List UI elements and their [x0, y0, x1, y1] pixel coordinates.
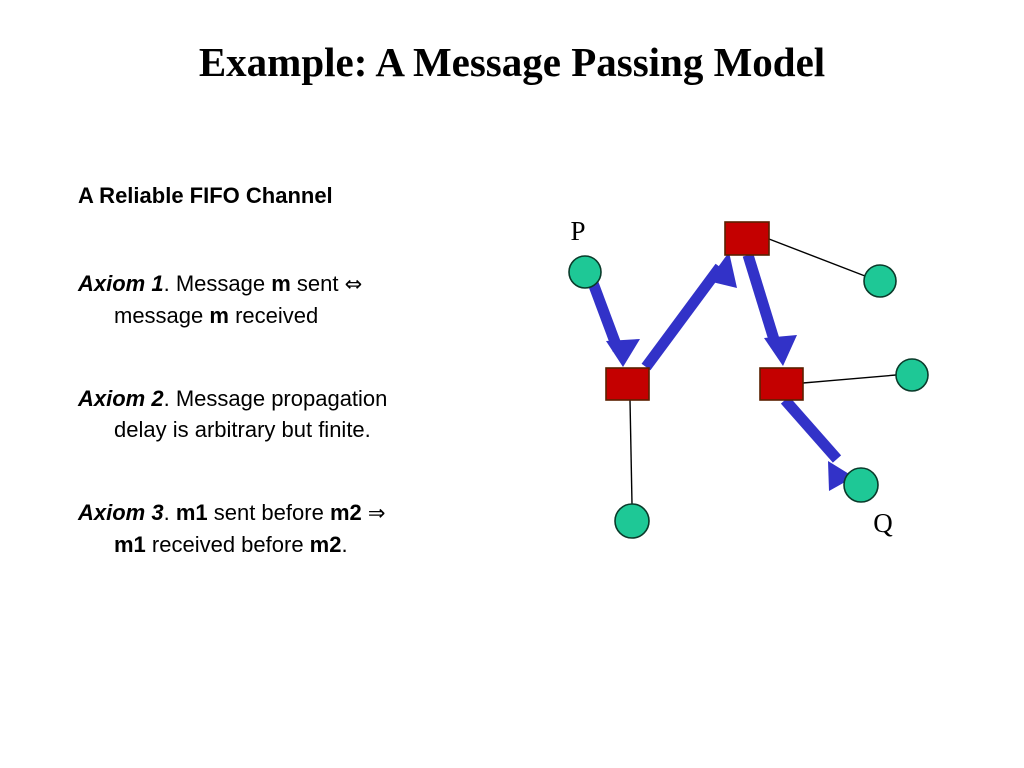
axiom-3-m1: m1 — [175, 500, 208, 525]
axiom-2-line2-a: delay is arbitrary but finite. — [114, 417, 371, 442]
axiom-2-lead: Axiom 2 — [78, 386, 164, 411]
axiom-3-line2-b: . — [341, 532, 348, 557]
bottom-left-circle-node — [614, 503, 650, 539]
axiom-3-line2-a: received before — [145, 532, 310, 557]
axiom-2-line-2: delay is arbitrary but finite. — [78, 414, 508, 445]
thin-line-top-square-to-circle — [768, 238, 866, 277]
arrow-top-square-to-right-square — [742, 253, 797, 366]
axiom-3-line2-m2: m2 — [309, 532, 342, 557]
axiom-1-line2-m: m — [209, 303, 229, 328]
implies-symbol-icon: ⇒ — [367, 501, 386, 525]
label-q: Q — [873, 508, 893, 538]
axiom-3-text-b: sent before — [207, 500, 330, 525]
section-heading: A Reliable FIFO Channel — [78, 183, 333, 208]
page-title: Example: A Message Passing Model — [198, 39, 826, 85]
top-right-circle-node — [863, 264, 897, 298]
axiom-2-text-a: . Message propagation — [163, 386, 388, 411]
label-p: P — [570, 216, 585, 246]
axiom-1-line2-b: received — [228, 303, 319, 328]
axiom-3: Axiom 3. m1 sent before m2 ⇒ m1 received… — [78, 497, 508, 560]
right-circle-node — [895, 358, 929, 392]
axiom-3-line-2: m1 received before m2. — [78, 529, 508, 560]
axiom-1-line-2: message m received — [78, 300, 508, 331]
axiom-1-line2-a: message — [114, 303, 210, 328]
left-square-node — [605, 367, 650, 401]
axiom-2: Axiom 2. Message propagation delay is ar… — [78, 383, 508, 445]
p-circle-node — [568, 255, 602, 289]
axiom-3-line2-m1: m1 — [114, 532, 146, 557]
axiom-1-lead: Axiom 1 — [78, 271, 164, 296]
right-square-node — [759, 367, 804, 401]
top-square-node — [724, 221, 770, 256]
axiom-3-lead: Axiom 3 — [78, 500, 164, 525]
arrow-left-square-to-top-square — [641, 252, 737, 371]
arrow-p-to-left-square — [587, 281, 640, 367]
axiom-1-text-a: . Message — [163, 271, 272, 296]
axiom-1-text-b: sent — [290, 271, 345, 296]
thin-line-right-square-to-right-circle — [802, 374, 897, 384]
body-text-column: A Reliable FIFO Channel Axiom 1. Message… — [78, 182, 508, 560]
q-circle-node — [843, 467, 879, 503]
arrow-right-square-to-q — [780, 396, 854, 491]
axiom-1-msg-m: m — [271, 271, 291, 296]
axiom-3-text-a: . — [163, 500, 176, 525]
message-passing-diagram: P Q — [540, 195, 960, 565]
axiom-3-m2: m2 — [329, 500, 362, 525]
thin-line-left-square-to-bottom-circle — [629, 399, 633, 505]
axiom-1: Axiom 1. Message m sent ⇔ message m rece… — [78, 268, 508, 331]
iff-symbol-icon: ⇔ — [344, 272, 363, 296]
